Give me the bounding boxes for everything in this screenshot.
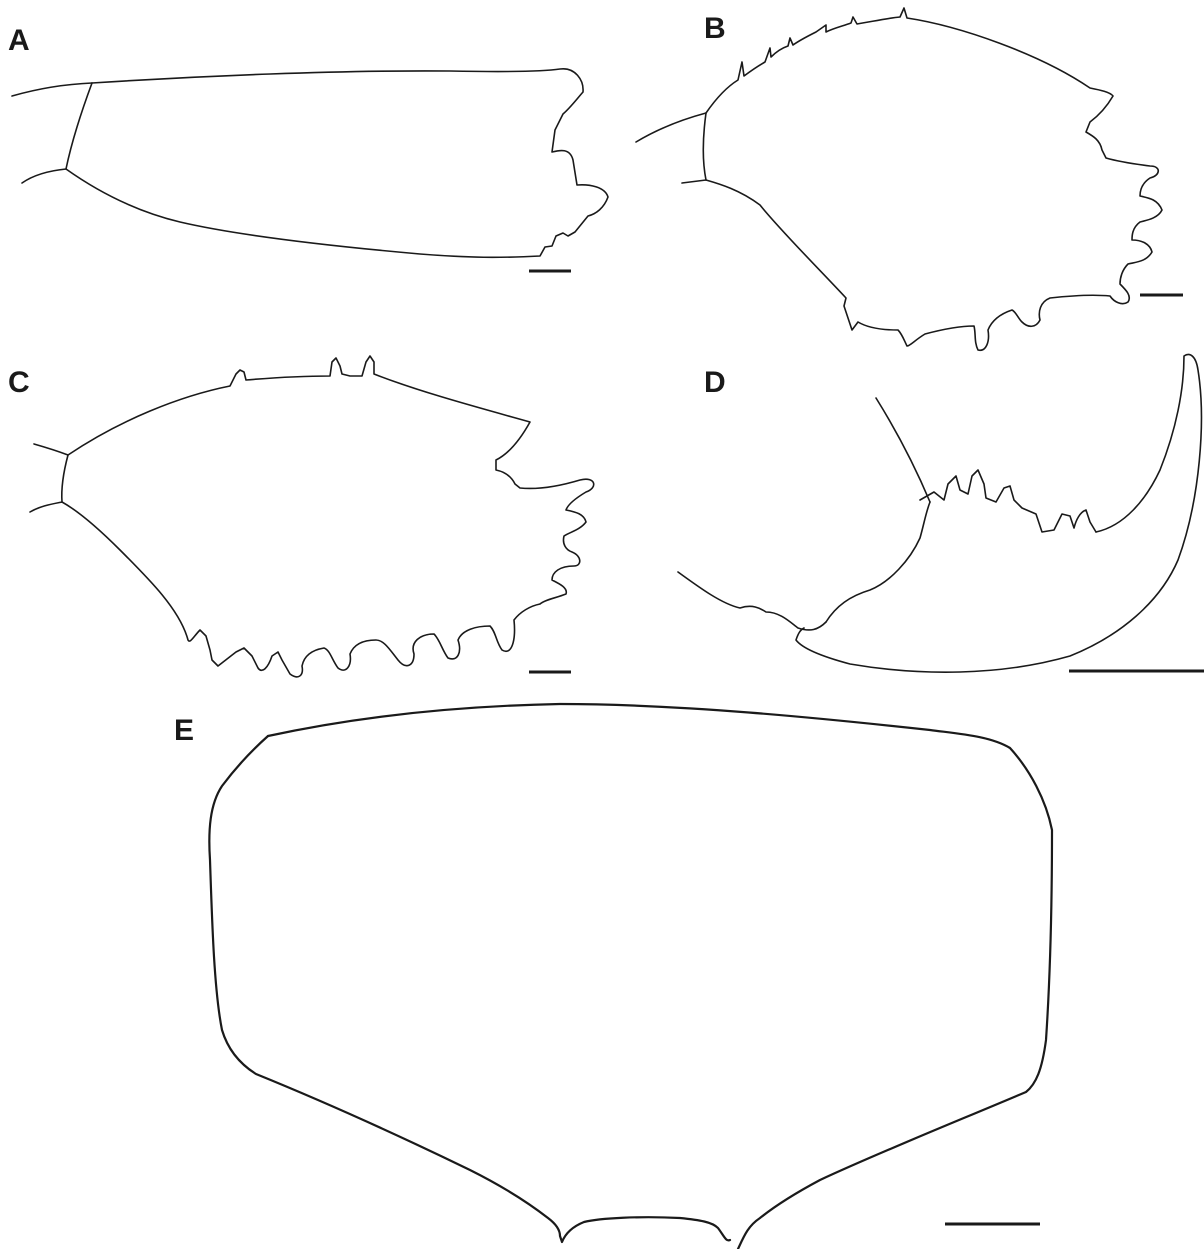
panel-c-basal-stub-lower — [29, 501, 63, 513]
panel-d-upper-margin — [875, 397, 931, 503]
panel-b-drawing — [635, 7, 1163, 352]
panel-e-plate-outline — [266, 702, 1054, 1249]
panel-a-basal-stub-lower — [21, 168, 67, 184]
panel-c-basal-stub-upper — [33, 443, 69, 456]
panel-d-lower-margin — [677, 571, 827, 631]
panel-d-propodus-edge — [825, 501, 931, 623]
panel-b-joint-line — [702, 112, 707, 181]
panel-a-joint-line — [65, 82, 93, 170]
panel-d-drawing — [677, 353, 1203, 673]
panel-b-basal-stub-lower — [681, 179, 707, 184]
panel-label-e: E — [174, 714, 195, 747]
panel-b-basal-stub-upper — [635, 112, 707, 143]
panel-c-joint-line — [61, 454, 69, 503]
panel-c-article-outline — [61, 355, 595, 678]
panel-label-c: C — [8, 366, 30, 399]
panel-b-article-outline — [705, 7, 1163, 352]
panel-d-dactyl-outline — [795, 353, 1203, 673]
panel-label-d: D — [704, 366, 726, 399]
panel-d-teeth-row — [919, 469, 1097, 533]
panel-e-plate-outline-left — [208, 734, 732, 1244]
panel-label-b: B — [704, 12, 726, 45]
panel-a-segment-outline — [65, 68, 609, 259]
panel-c-drawing — [29, 355, 595, 678]
panel-a-basal-stub-upper — [11, 82, 93, 97]
panel-e-drawing — [208, 702, 1054, 1249]
panel-label-a: A — [8, 24, 30, 57]
panel-a-drawing — [11, 68, 609, 259]
